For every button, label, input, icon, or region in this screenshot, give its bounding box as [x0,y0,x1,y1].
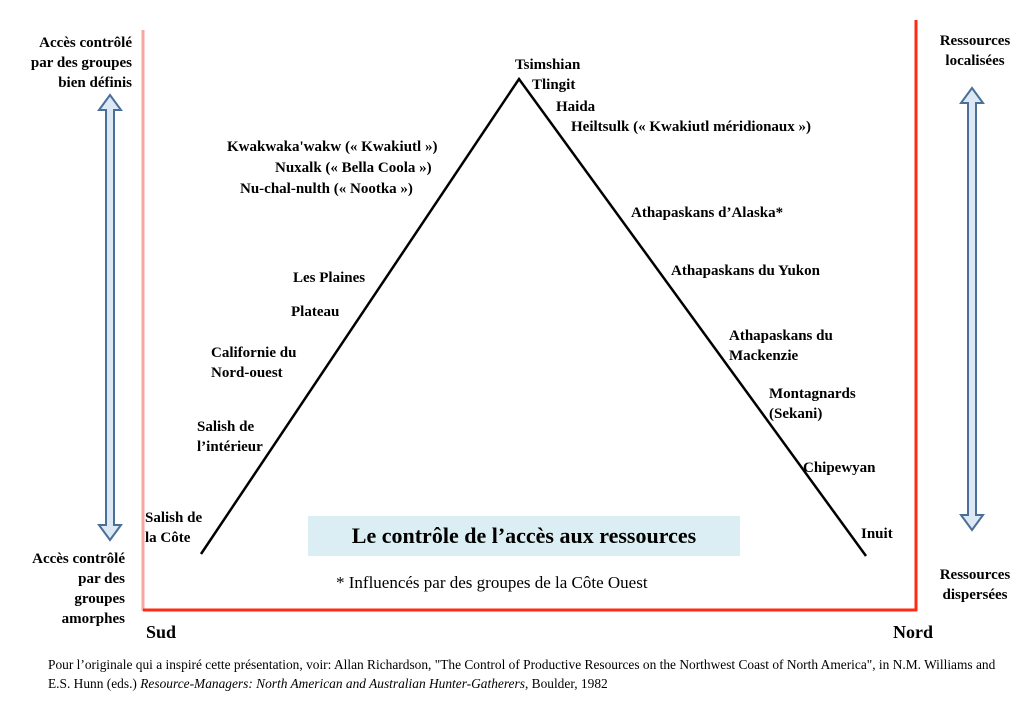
group-nuxalk: Nuxalk (« Bella Coola ») [275,160,432,176]
footnote: * Influencés par des groupes de la Côte … [336,573,648,592]
group-tsimshian: Tsimshian [515,57,581,73]
group-montagnards: Montagnards (Sekani) [769,384,856,424]
label-line: Montagnards [769,386,856,402]
group-heiltsulk: Heiltsulk (« Kwakiutl méridionaux ») [571,119,812,135]
left-double-arrow-icon [97,93,123,542]
reference-text: Pour l’originale qui a inspiré cette pré… [48,657,996,691]
reference-text: , Boulder, 1982 [524,676,608,691]
label-line: la Côte [145,530,191,546]
axis-nord: Nord [893,622,933,642]
right-top-label: Ressources localisées [930,31,1020,71]
group-nuchalnulth: Nu-chal-nulth (« Nootka ») [240,181,413,197]
reference: Pour l’originale qui a inspiré cette pré… [48,655,1008,693]
group-chipewyan: Chipewyan [803,460,876,476]
label-line: Accès contrôlé [32,551,125,567]
label-line: par des [78,571,125,587]
group-inuit: Inuit [861,526,893,542]
group-haida: Haida [556,99,596,115]
label-line: dispersées [942,587,1008,603]
label-line: Salish de [145,510,203,526]
label-line: localisées [945,53,1005,69]
group-athapaskans-mackenzie: Athapaskans du Mackenzie [729,326,833,366]
group-salish-interieur: Salish de l’intérieur [197,417,263,457]
label-line: groupes [74,591,125,607]
group-salish-cote: Salish de la Côte [145,508,202,548]
axis-sud: Sud [146,622,177,642]
group-kwakwakawakw: Kwakwaka'wakw (« Kwakiutl ») [227,139,438,155]
label-line: Ressources [939,567,1011,583]
group-athapaskans-alaska: Athapaskans d’Alaska* [631,205,784,221]
label-line: Mackenzie [729,348,799,364]
group-plaines: Les Plaines [293,270,366,286]
reference-book-title: Resource-Managers: North American and Au… [140,676,525,691]
right-double-arrow-icon [959,86,985,532]
triangle [199,76,868,557]
group-californie: Californie du Nord-ouest [211,343,296,383]
group-athapaskans-yukon: Athapaskans du Yukon [671,263,820,279]
label-line: Ressources [939,33,1011,49]
label-line: l’intérieur [197,439,263,455]
left-bottom-label: Accès contrôlé par des groupes amorphes [32,549,125,629]
label-line: (Sekani) [769,406,823,422]
label-line: Nord-ouest [211,365,283,381]
group-tlingit: Tlingit [532,77,576,93]
label-line: Accès contrôlé [39,35,132,51]
label-line: Athapaskans du [729,328,833,344]
left-top-label: Accès contrôlé par des groupes bien défi… [31,33,132,93]
label-line: Californie du [211,345,297,361]
group-plateau: Plateau [291,304,340,320]
label-line: Salish de [197,419,255,435]
diagram-title: Le contrôle de l’accès aux ressources [308,516,740,556]
label-line: amorphes [61,611,125,627]
label-line: par des groupes [30,55,132,71]
right-bottom-label: Ressources dispersées [930,565,1020,605]
label-line: bien définis [58,75,132,91]
